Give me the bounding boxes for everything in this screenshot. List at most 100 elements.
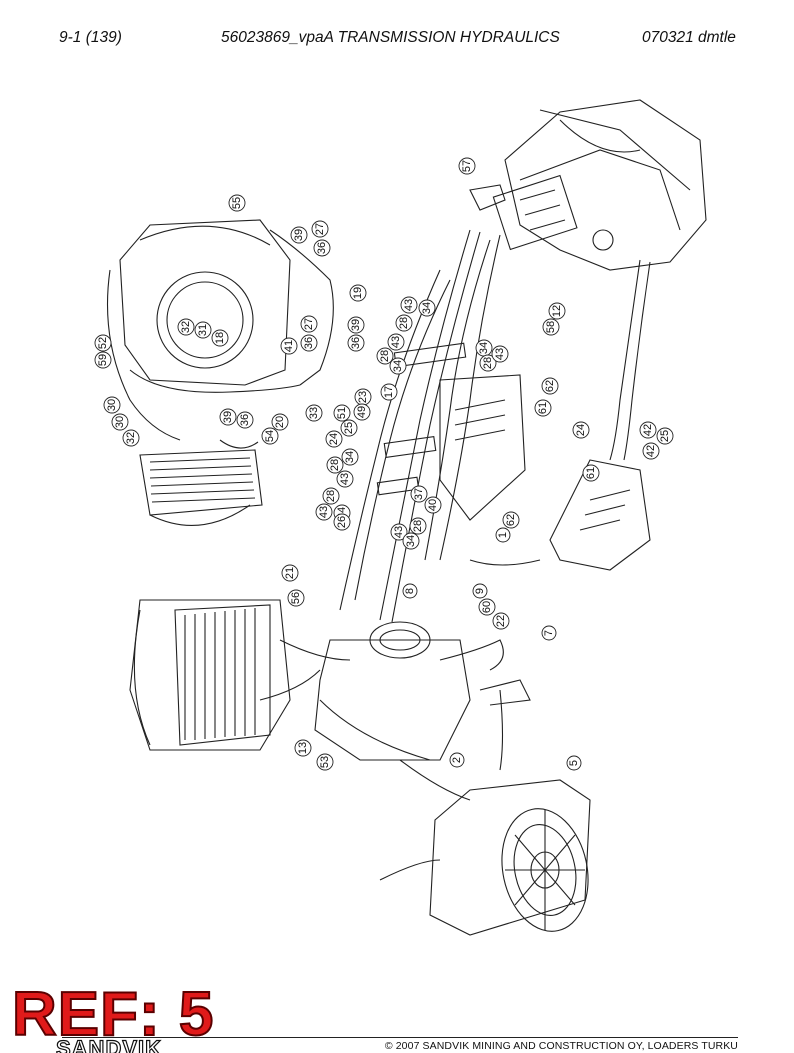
part-callout: 5 xyxy=(566,755,582,771)
callout-number: 60 xyxy=(481,601,493,613)
hose-bundle-illustration xyxy=(339,229,651,623)
callout-number: 61 xyxy=(537,402,549,414)
callout-circle xyxy=(211,329,229,347)
part-callout: 28 xyxy=(395,314,413,332)
callout-circle xyxy=(94,334,112,352)
converter-illustration xyxy=(314,621,531,771)
part-callout: 34 xyxy=(475,339,493,357)
callout-circle xyxy=(478,598,496,616)
callout-number: 52 xyxy=(97,337,109,349)
callout-number: 26 xyxy=(336,516,348,528)
callout-number: 25 xyxy=(659,430,671,442)
callout-circle xyxy=(281,564,299,582)
part-callout: 28 xyxy=(376,347,394,365)
part-callout: 24 xyxy=(325,430,343,448)
callout-number: 5 xyxy=(568,760,580,766)
part-callout: 7 xyxy=(541,625,557,641)
callout-number: 32 xyxy=(125,432,137,444)
part-callout: 13 xyxy=(294,739,312,757)
callout-number: 22 xyxy=(495,615,507,627)
callout-circle xyxy=(492,612,510,630)
callout-circle xyxy=(236,411,254,429)
callout-circle xyxy=(639,421,657,439)
callout-circle xyxy=(287,589,305,607)
callout-number: 34 xyxy=(392,360,404,372)
part-callout: 62 xyxy=(502,511,520,529)
callout-number: 28 xyxy=(325,490,337,502)
part-callout: 8 xyxy=(402,583,418,599)
callout-circle xyxy=(410,485,428,503)
callout-circle xyxy=(582,464,600,482)
callout-number: 20 xyxy=(274,416,286,428)
part-callout: 33 xyxy=(305,404,323,422)
part-callout: 52 xyxy=(94,334,112,352)
callout-number: 43 xyxy=(494,348,506,360)
part-callout: 31 xyxy=(194,321,212,339)
part-callout: 30 xyxy=(111,413,129,431)
part-callout: 53 xyxy=(316,753,334,771)
callout-circle xyxy=(341,448,359,466)
callout-circle xyxy=(458,157,476,175)
callout-number: 8 xyxy=(404,588,416,594)
small-oil-cooler-illustration xyxy=(139,449,263,526)
callout-number: 39 xyxy=(350,319,362,331)
mounting-bracket-illustration xyxy=(376,342,651,571)
callout-circle xyxy=(566,755,582,771)
callout-circle xyxy=(409,517,427,535)
part-callout: 34 xyxy=(341,448,359,466)
callout-circle xyxy=(315,503,333,521)
pump-assembly-illustration xyxy=(106,219,334,449)
footer-copyright: © 2007 SANDVIK MINING AND CONSTRUCTION O… xyxy=(384,1040,738,1052)
part-callout: 43 xyxy=(400,296,418,314)
callout-number: 36 xyxy=(239,414,251,426)
callout-number: 61 xyxy=(585,467,597,479)
callout-number: 43 xyxy=(390,336,402,348)
callout-number: 24 xyxy=(328,433,340,445)
part-callout: 56 xyxy=(287,589,305,607)
part-callout: 54 xyxy=(261,427,279,445)
part-callout: 1 xyxy=(495,527,511,543)
callout-circle xyxy=(572,421,590,439)
callout-number: 37 xyxy=(413,488,425,500)
document-title: 56023869_vpaA TRANSMISSION HYDRAULICS xyxy=(221,29,560,46)
callout-circle xyxy=(347,334,365,352)
part-callout: 28 xyxy=(326,456,344,474)
page-number: 9-1 (139) xyxy=(59,29,122,46)
callout-number: 1 xyxy=(497,532,509,538)
callout-circle xyxy=(294,739,312,757)
callout-number: 41 xyxy=(283,340,295,352)
callout-circle xyxy=(336,470,354,488)
callout-circle xyxy=(111,413,129,431)
callout-circle xyxy=(322,487,340,505)
part-callout: 43 xyxy=(491,345,509,363)
callout-circle xyxy=(313,239,331,257)
callout-circle xyxy=(347,316,365,334)
part-callout: 37 xyxy=(410,485,428,503)
callout-number: 34 xyxy=(405,535,417,547)
callout-circle xyxy=(656,427,674,445)
part-callout: 17 xyxy=(380,383,398,401)
part-callout: 43 xyxy=(336,470,354,488)
callout-circle xyxy=(541,625,557,641)
callout-circle xyxy=(376,347,394,365)
callout-number: 9 xyxy=(474,588,486,594)
callout-circle xyxy=(219,408,237,426)
callout-number: 62 xyxy=(505,514,517,526)
part-callout: 39 xyxy=(347,316,365,334)
callout-number: 55 xyxy=(231,197,243,209)
callout-circle xyxy=(333,513,351,531)
part-callout: 43 xyxy=(390,523,408,541)
callout-circle xyxy=(333,404,351,422)
callout-number: 43 xyxy=(318,506,330,518)
part-callout: 22 xyxy=(492,612,510,630)
callout-number: 7 xyxy=(543,630,555,636)
callout-number: 53 xyxy=(319,756,331,768)
callout-circle xyxy=(402,532,420,550)
part-callout: 34 xyxy=(389,357,407,375)
callout-number: 31 xyxy=(197,324,209,336)
callout-number: 62 xyxy=(544,380,556,392)
callout-circle xyxy=(122,429,140,447)
reference-stamp: REF: 5 xyxy=(11,980,215,1049)
callout-circle xyxy=(402,583,418,599)
callout-circle xyxy=(548,302,566,320)
